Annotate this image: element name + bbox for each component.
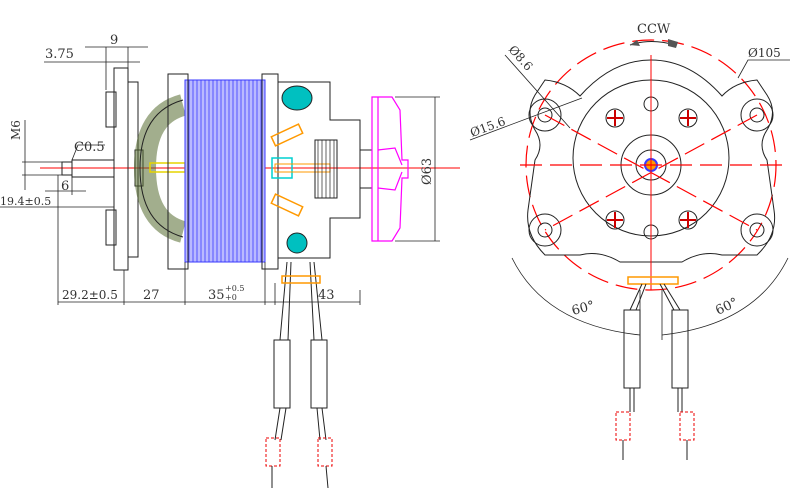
dim-3-75: 3.75 <box>45 47 74 62</box>
stator <box>167 73 279 270</box>
boss-diameter-label: Ø15.6 <box>468 114 507 140</box>
angle-left-label: 60° <box>570 298 596 318</box>
front-lead-wires <box>615 276 695 460</box>
dim-35-tol-lower: +0 <box>225 293 237 302</box>
dim-29-2: 29.2±0.5 <box>62 288 118 302</box>
dim-6: 6 <box>61 179 69 194</box>
dim-19-4: 19.4±0.5 <box>0 195 51 208</box>
dim-43: 43 <box>318 288 335 303</box>
dim-9: 9 <box>110 33 118 48</box>
dim-chamfer: C0.5 <box>74 140 105 155</box>
dim-35: 35 <box>208 288 225 303</box>
dim-35-tol-upper: +0.5 <box>225 284 244 293</box>
brush-holder-bottom <box>286 232 308 254</box>
brush-holder-top <box>281 85 313 111</box>
front-view: CCW Ø8.6 Ø15.6 Ø105 60° 60° <box>468 22 790 460</box>
screw-holes <box>605 108 698 230</box>
fan <box>371 96 409 242</box>
dim-fan-diameter: Ø63 <box>420 158 435 185</box>
dim-27: 27 <box>143 288 160 303</box>
dim-m6: M6 <box>9 120 23 140</box>
bolt-circle-label: Ø105 <box>748 46 781 60</box>
dimension-lines <box>0 46 440 305</box>
angle-right-label: 60° <box>713 295 740 318</box>
lead-wires <box>265 261 333 489</box>
rotation-label: CCW <box>637 22 671 37</box>
hole-diameter-label: Ø8.6 <box>506 43 536 74</box>
mounting-holes <box>528 98 774 247</box>
side-view: 3.75 9 M6 C0.5 6 19.4±0.5 29.2±0.5 27 35… <box>0 33 460 489</box>
wire-clip <box>281 275 321 284</box>
